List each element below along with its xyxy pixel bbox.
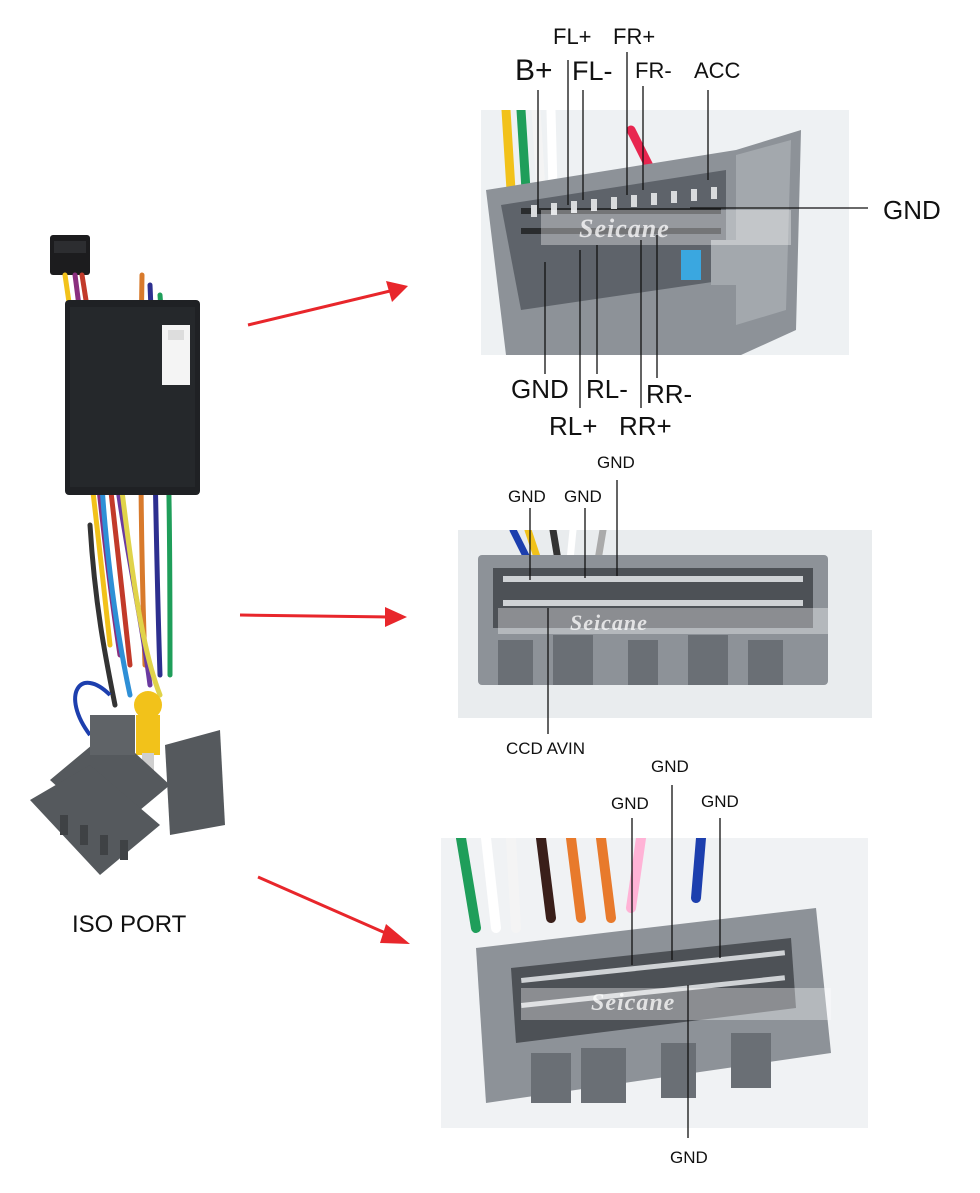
label-gnd-1: GND — [508, 487, 546, 506]
label-fl-plus: FL+ — [553, 24, 592, 49]
harness-photo — [20, 225, 250, 885]
middle-connector-leaders — [529, 480, 618, 734]
label-acc: ACC — [694, 58, 741, 83]
bottom-connector-photo: Seicane — [441, 838, 868, 1128]
label-gnd-bottom: GND — [670, 1148, 708, 1167]
top-connector-photo: Seicane — [481, 110, 849, 355]
watermark: Seicane — [570, 610, 648, 635]
label-gnd-right: GND — [883, 195, 941, 225]
label-fr-plus: FR+ — [613, 24, 656, 49]
middle-connector-photo: Seicane — [458, 530, 872, 718]
label-gnd-right: GND — [701, 792, 739, 811]
label-gnd-top: GND — [597, 453, 635, 472]
label-rr-plus: RR+ — [619, 411, 672, 441]
label-b-plus: B+ — [515, 54, 553, 87]
watermark: Seicane — [591, 990, 676, 1016]
bottom-connector-leaders — [631, 785, 721, 1138]
label-rl-minus: RL- — [586, 374, 628, 404]
label-fr-minus: FR- — [635, 58, 672, 83]
label-ccd-avin: CCD AVIN — [506, 739, 586, 758]
arrow-icon — [239, 607, 407, 627]
watermark: Seicane — [579, 214, 670, 243]
top-connector-leaders — [537, 52, 868, 408]
harness-caption: ISO PORT — [72, 911, 187, 938]
label-rr-minus: RR- — [646, 379, 693, 409]
arrow-icon — [247, 281, 408, 327]
label-gnd-bottom: GND — [511, 374, 569, 404]
label-gnd-top: GND — [651, 757, 689, 776]
label-gnd-left: GND — [611, 794, 649, 813]
label-rl-plus: RL+ — [549, 411, 598, 441]
arrow-icon — [257, 875, 410, 944]
label-fl-minus: FL- — [572, 56, 613, 86]
label-gnd-2: GND — [564, 487, 602, 506]
